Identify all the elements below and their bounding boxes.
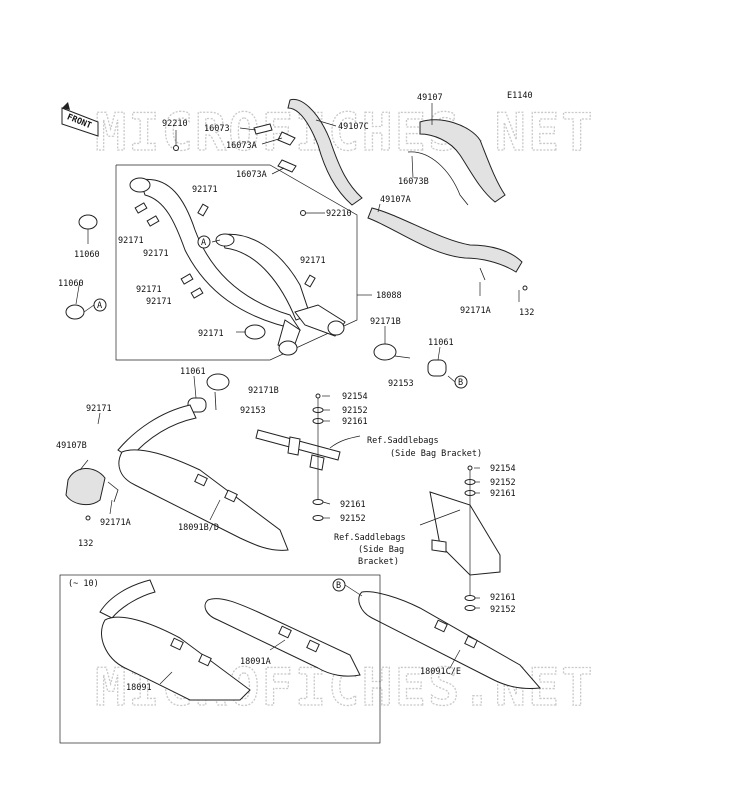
label-92152-4: 92152	[490, 605, 516, 615]
label-92161-2: 92161	[340, 500, 366, 510]
clamp-92171b-b	[206, 373, 230, 391]
label-16073: 16073	[204, 124, 230, 134]
label-92152-2: 92152	[340, 514, 366, 524]
label-92171-8: 92171	[86, 404, 112, 414]
muffler-18091bd	[117, 404, 289, 551]
label-92153-1: 92153	[388, 379, 414, 389]
end-cap-49107b	[65, 468, 119, 506]
label-92161-4: 92161	[490, 593, 516, 603]
label-49107a: 49107A	[380, 195, 411, 205]
label-ref-saddlebags-2b: (Side Bag	[358, 545, 404, 555]
label-92171a-2: 92171A	[100, 518, 131, 528]
screw-132-a	[522, 285, 528, 291]
variant-note: (~ 10)	[68, 579, 99, 589]
label-18091bd: 18091B/D	[178, 523, 219, 533]
exhaust-pipe-18088	[129, 177, 346, 356]
label-92171-4: 92171	[300, 256, 326, 266]
label-92210-top: 92210	[162, 119, 188, 129]
nut-92210-b	[300, 210, 306, 216]
label-18091a: 18091A	[240, 657, 271, 667]
saddlebag-bracket-2	[419, 491, 501, 576]
heat-cover-49107	[407, 119, 506, 206]
heat-cover-49107c	[253, 98, 363, 206]
label-ref-saddlebags-1b: (Side Bag Bracket)	[390, 449, 482, 459]
label-92152-1: 92152	[342, 406, 368, 416]
bolt-92153-a	[394, 355, 411, 359]
callout-b-2-text: B	[336, 581, 341, 591]
watermark-top: MICROFICHES.NET	[95, 103, 595, 163]
label-92171b-1: 92171B	[370, 317, 401, 327]
gasket-11060-b	[65, 304, 85, 320]
label-92210-mid: 92210	[326, 209, 352, 219]
callout-a-1	[197, 235, 211, 249]
nut-92210-a	[173, 145, 179, 151]
label-92171-7: 92171	[198, 329, 224, 339]
bolt-92153-b	[214, 391, 217, 411]
label-92171-6: 92171	[146, 297, 172, 307]
label-92152-3: 92152	[490, 478, 516, 488]
label-92161-3: 92161	[490, 489, 516, 499]
screw-132-b	[85, 515, 91, 521]
label-18088: 18088	[376, 291, 402, 301]
saddlebag-bracket-1	[255, 429, 361, 471]
label-49107c: 49107C	[338, 122, 369, 132]
label-16073b: 16073B	[398, 177, 429, 187]
front-arrow-icon: FRONT	[61, 102, 99, 137]
label-92171a-1: 92171A	[460, 306, 491, 316]
muffler-18091	[99, 579, 251, 701]
label-16073a-1: 16073A	[226, 141, 257, 151]
label-18091: 18091	[126, 683, 152, 693]
label-ref-saddlebags-2: Ref.Saddlebags	[334, 533, 406, 543]
callout-b-1-text: B	[458, 378, 463, 388]
label-132-2: 132	[78, 539, 93, 549]
part-labels: 92210 16073 16073A 16073A 49107C 49107 1…	[56, 93, 534, 693]
variant-inset-box	[59, 574, 381, 744]
gasket-11060-a	[78, 214, 98, 230]
label-92171-3: 92171	[143, 249, 169, 259]
label-ref-saddlebags-1: Ref.Saddlebags	[367, 436, 439, 446]
gasket-11061-a	[427, 359, 447, 377]
label-92154-1: 92154	[342, 392, 368, 402]
muffler-18091a	[204, 598, 361, 677]
label-11060-1: 11060	[74, 250, 100, 260]
label-49107: 49107	[417, 93, 443, 103]
callout-a-2-text: A	[97, 301, 102, 311]
label-16073a-2: 16073A	[236, 170, 267, 180]
bolt-stack-1	[312, 393, 324, 521]
pipe-assembly-outline	[115, 164, 358, 361]
label-92153-2: 92153	[240, 406, 266, 416]
clamp-92171b-a	[373, 343, 397, 361]
leader-lines	[75, 103, 520, 685]
label-92171b-2: 92171B	[248, 386, 279, 396]
label-11061-2: 11061	[180, 367, 206, 377]
label-92171-1: 92171	[192, 185, 218, 195]
label-92171-2: 92171	[118, 236, 144, 246]
callout-a-1-text: A	[201, 238, 206, 248]
label-132-1: 132	[519, 308, 534, 318]
label-49107b: 49107B	[56, 441, 87, 451]
label-11060-2: 11060	[58, 279, 84, 289]
label-ref-saddlebags-2c: Bracket)	[358, 557, 399, 567]
label-92171-5: 92171	[136, 285, 162, 295]
label-18091ce: 18091C/E	[420, 667, 461, 677]
label-92154-2: 92154	[490, 464, 516, 474]
heat-cover-49107a	[367, 207, 523, 273]
diagram-code: E1140	[507, 91, 533, 101]
clamp-92171a-a	[479, 267, 486, 281]
muffler-18091ce	[358, 591, 542, 689]
label-92161-1: 92161	[342, 417, 368, 427]
label-11061-1: 11061	[428, 338, 454, 348]
